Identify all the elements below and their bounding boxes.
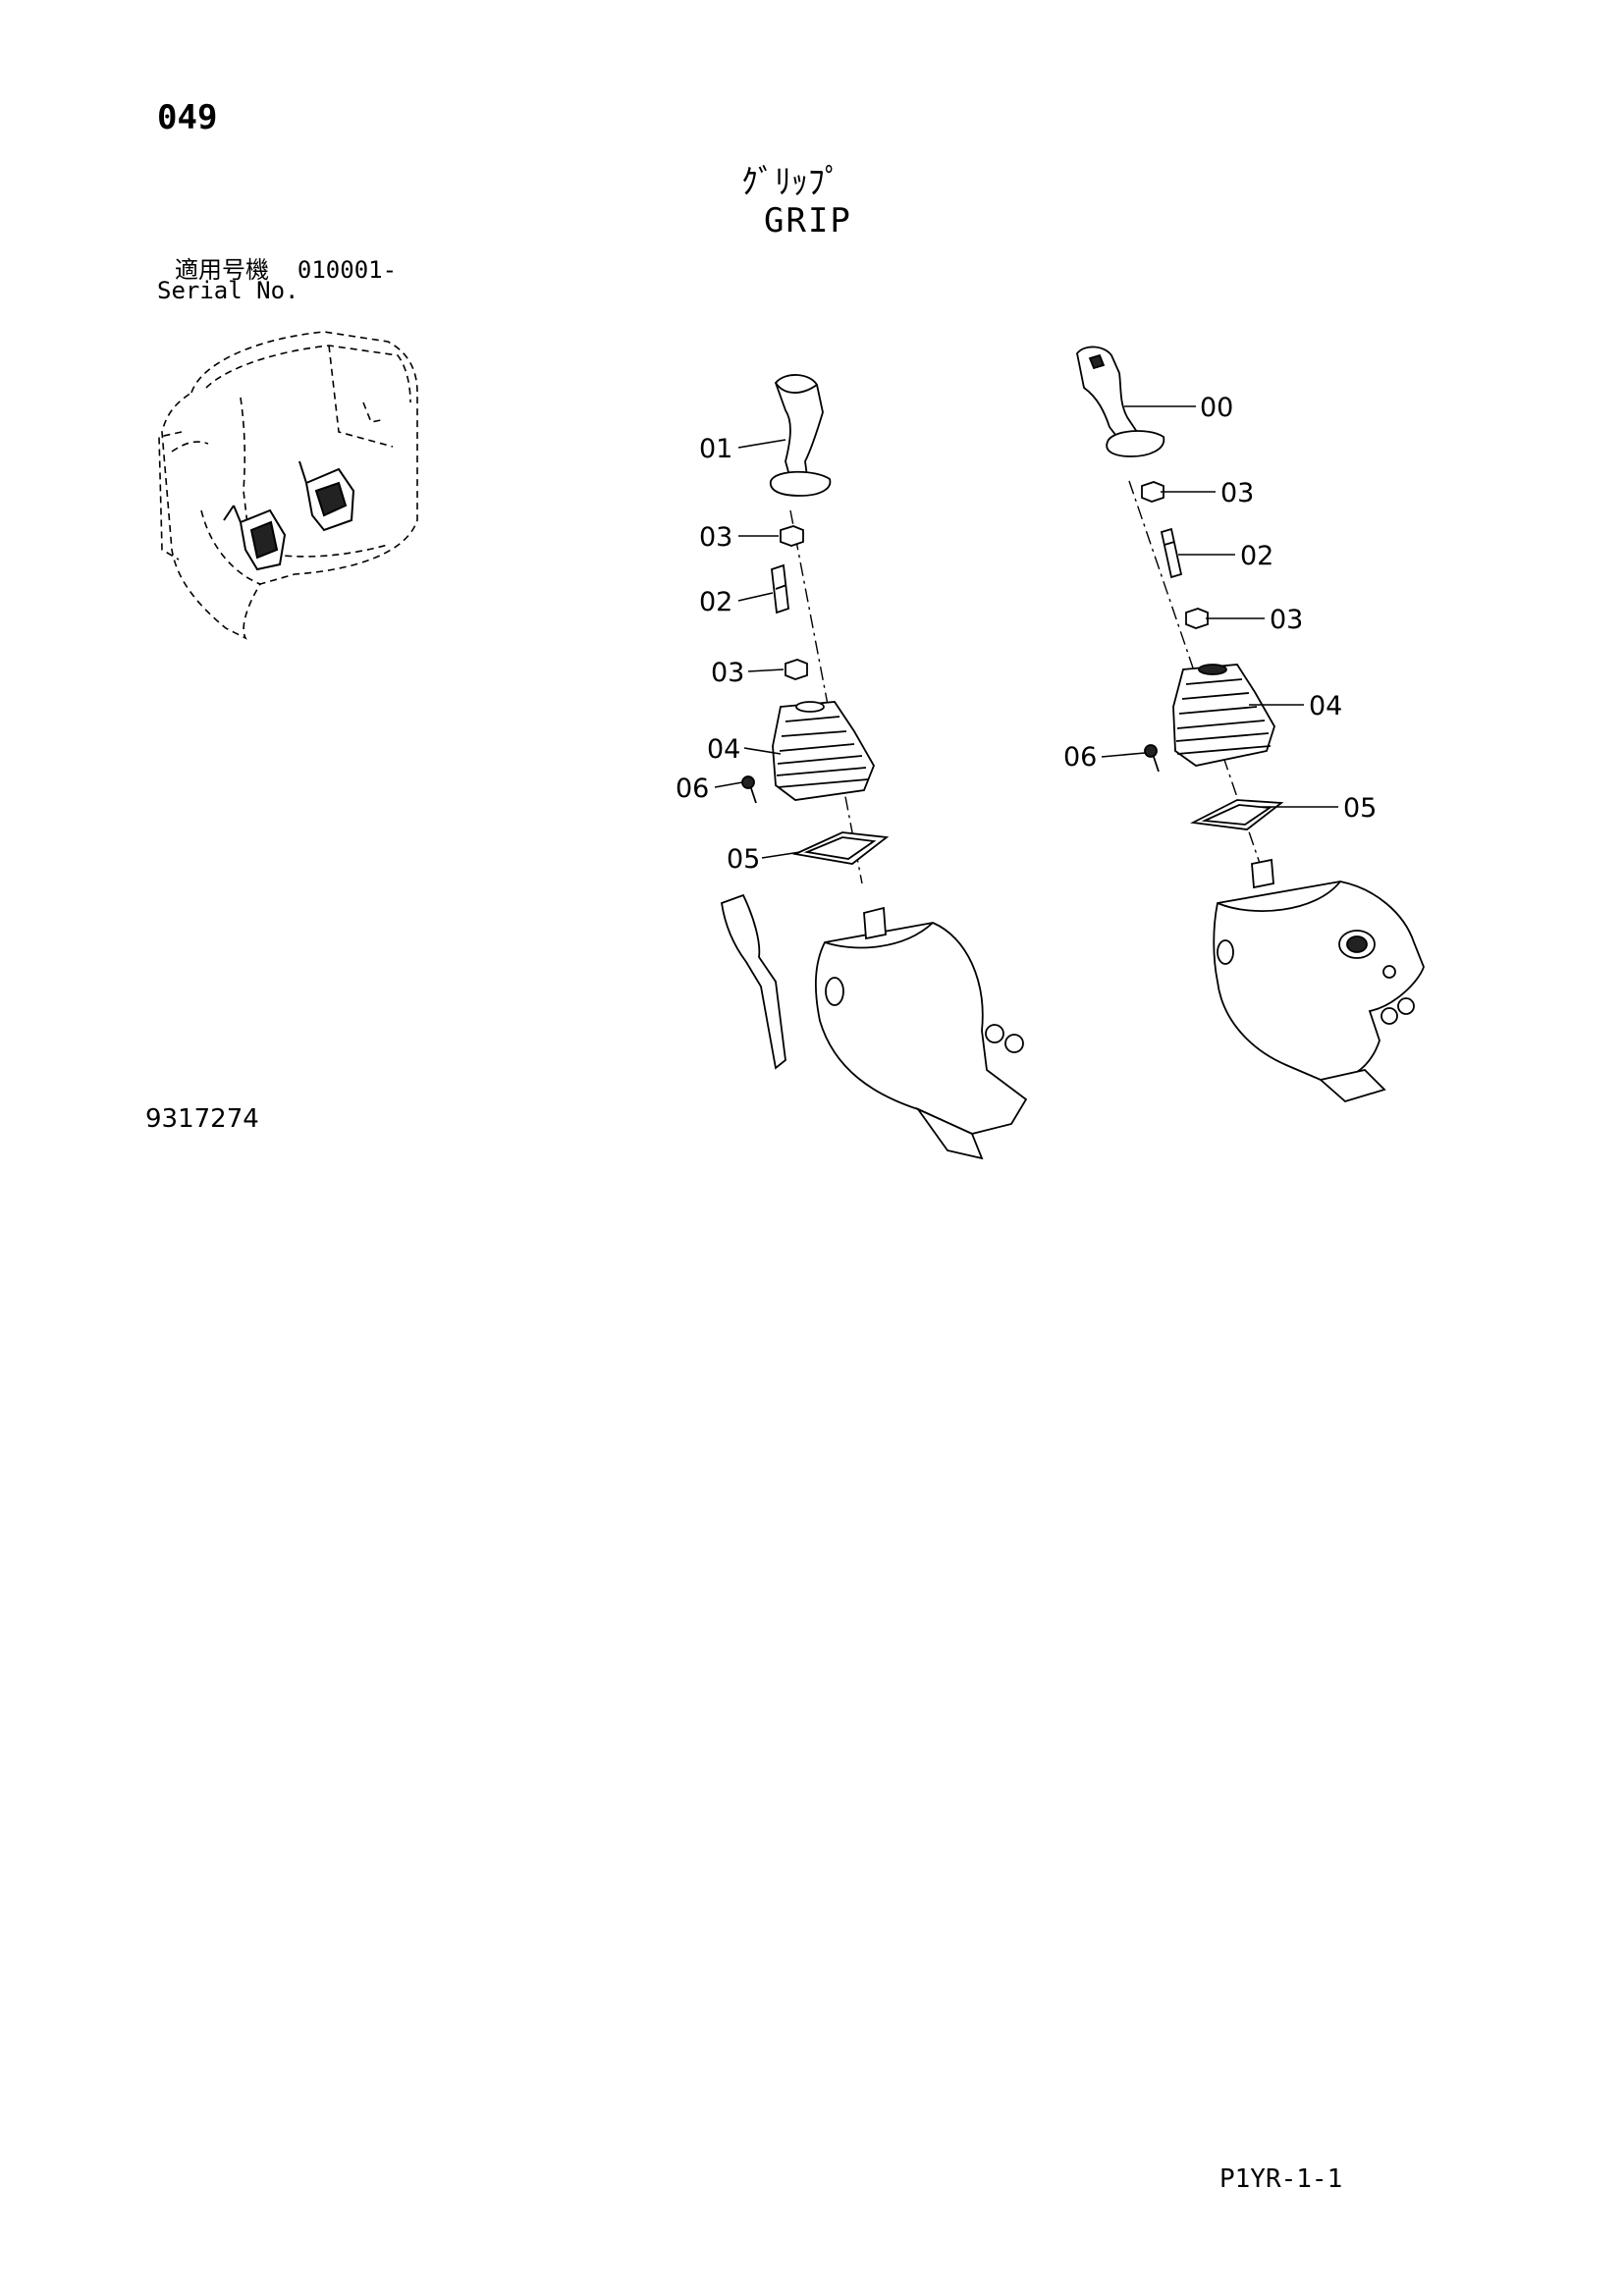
title-english: GRIP (764, 201, 852, 240)
grip-handle-01 (774, 374, 824, 481)
screw-06-right (1144, 744, 1158, 758)
right-grip-assembly (1076, 346, 1425, 1103)
nut-03-right-upper (1141, 481, 1164, 503)
title-japanese: ｸﾞﾘｯﾌﾟ (741, 163, 841, 202)
serial-label-en: Serial No. (157, 277, 299, 304)
page-code: P1YR-1-1 (1219, 2164, 1343, 2194)
right-callout-04: 04 (1309, 691, 1342, 721)
right-callout-03-upper: 03 (1220, 478, 1254, 508)
left-callout-01: 01 (699, 434, 732, 464)
left-callout-02: 02 (699, 587, 732, 617)
right-leader-lines (1101, 405, 1338, 808)
left-leader-lines (714, 439, 801, 859)
left-grip-assembly (721, 374, 1028, 1160)
nut-03-upper (780, 525, 804, 547)
cab-console-sketch (223, 460, 355, 571)
left-callout-06: 06 (676, 774, 709, 804)
right-callout-03-lower: 03 (1270, 605, 1303, 635)
cab-locator-sketch (158, 331, 418, 640)
grip-flange-00 (1106, 430, 1165, 457)
left-callout-03-lower: 03 (711, 658, 744, 688)
rod-02 (771, 563, 789, 614)
nut-03-lower (785, 659, 808, 680)
grip-flange-01 (769, 470, 832, 497)
serial-value: 010001- (297, 256, 398, 284)
boot-04 (772, 701, 875, 801)
left-callout-03-upper: 03 (699, 522, 732, 553)
plate-05-right (1189, 799, 1284, 830)
serial-label-jp-text: 適用号機 (175, 256, 269, 284)
rod-02-right (1160, 527, 1183, 579)
serial-label-jp: 適用号機 010001- (175, 250, 397, 285)
screw-06 (741, 775, 755, 789)
right-callout-05: 05 (1343, 793, 1377, 824)
right-callout-02: 02 (1240, 541, 1273, 571)
left-callout-05: 05 (727, 844, 760, 875)
boot-04-right (1172, 664, 1275, 767)
nut-03-right-lower (1185, 608, 1209, 629)
left-base-stem (863, 906, 887, 940)
right-control-base (1213, 881, 1425, 1082)
right-callouts: 00 03 02 03 04 06 05 (1063, 393, 1377, 824)
left-side-lever (721, 893, 786, 1070)
left-callout-04: 04 (707, 734, 740, 765)
page-number: 049 (157, 98, 218, 137)
left-callouts: 01 03 02 03 04 06 05 (676, 434, 760, 875)
right-base-stem (1251, 858, 1274, 889)
right-callout-06: 06 (1063, 742, 1097, 773)
left-control-base (814, 922, 1028, 1135)
right-callout-00: 00 (1200, 393, 1233, 423)
grip-handle-00 (1076, 346, 1139, 442)
document-number: 9317274 (145, 1104, 259, 1134)
